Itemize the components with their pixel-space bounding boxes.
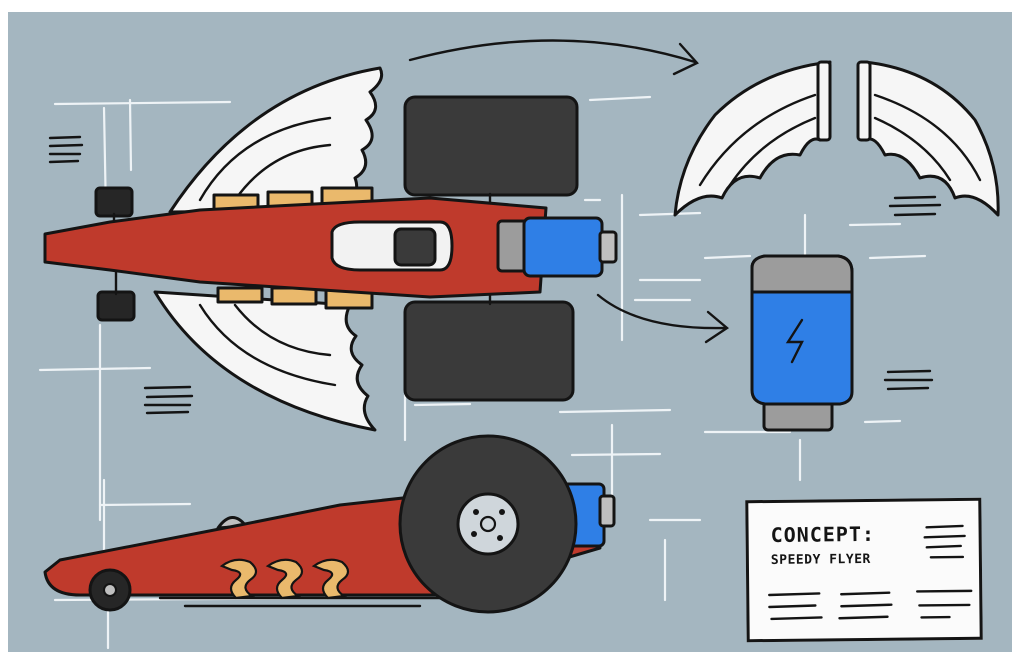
side-view-car: [45, 436, 614, 612]
top-front-wheel-upper: [405, 97, 577, 195]
top-front-wheel-lower: [405, 302, 573, 400]
detached-wing-right: [865, 62, 998, 215]
top-rear-wheel-upper: [96, 188, 132, 216]
detached-wings: [675, 62, 998, 215]
battery-detail: [752, 256, 852, 430]
top-battery: [524, 218, 602, 276]
concept-card: CONCEPT: SPEEDY FLYER: [745, 498, 982, 642]
top-rear-wheel-lower: [98, 292, 134, 320]
concept-sheet: CONCEPT: SPEEDY FLYER: [8, 12, 1012, 652]
top-wing-lower: [155, 292, 375, 430]
card-scribble-lines: [748, 501, 985, 645]
detached-wing-left: [675, 62, 830, 215]
